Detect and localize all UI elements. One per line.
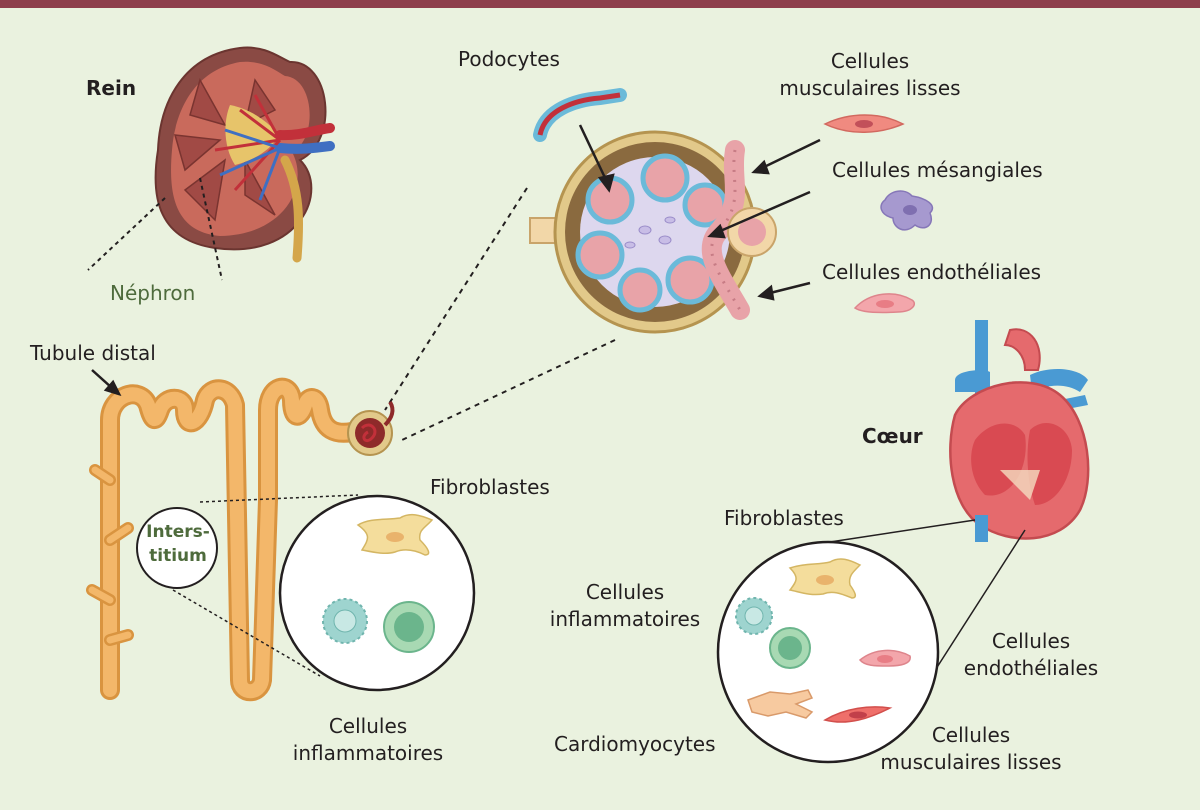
label-fibroblasts-heart: Fibroblastes [724,506,844,530]
label-fibroblasts-kidney: Fibroblastes [430,475,550,499]
heart-tissue-zoom [716,540,940,764]
tubule-distal-arrow [91,369,122,397]
label-tubule-distal: Tubule distal [30,341,156,365]
mesangial-cell-icon [880,190,934,231]
label-smooth-muscle-top: Cellules musculaires lisses [779,49,961,100]
podocyte-cell-icon [533,88,627,142]
interstitium-zoom-line-top [199,494,359,503]
heart-zoom-line-bottom [924,529,1026,687]
smooth-muscle-cell-icon-top [823,114,905,133]
interstitium-zoom-line-bottom [172,589,321,677]
label-nephron: Néphron [110,281,196,305]
kidney-interstitium-zoom [278,494,476,692]
tubule-glomerulus-icon [347,400,395,456]
top-accent-bar [0,0,1200,8]
heart-illustration [949,320,1090,542]
label-cardiomyocytes: Cardiomyocytes [554,732,716,756]
label-inflammatory-kidney: Cellules inflammatoires [292,714,444,765]
glomerulus-illustration [529,130,777,334]
label-endothelial-top: Cellules endothéliales [822,260,1042,284]
interstitium-circle [136,507,218,589]
label-smooth-muscle-heart: Cellules musculaires lisses [880,723,1062,774]
glomerulus-zoom-line-1 [384,187,528,411]
kidney-illustration [154,46,335,263]
nephron-pointer-right [199,177,223,281]
label-rein: Rein [86,76,137,100]
label-mesangial-cells: Cellules mésangiales [832,158,1043,182]
nephron-tubule [86,377,362,702]
nephron-pointer-left [87,197,166,271]
label-interstitium: Inters- titium [146,522,210,566]
heart-zoom-line-top [829,519,976,543]
endothelial-cell-icon-top [853,293,916,314]
label-coeur: Cœur [862,424,923,448]
label-endothelial-heart: Cellules endothéliales [963,629,1099,680]
diagram-artwork [0,8,1200,810]
glomerulus-arrows [578,124,821,301]
label-inflammatory-heart: Cellules inflammatoires [549,580,701,631]
label-podocytes: Podocytes [458,47,560,71]
